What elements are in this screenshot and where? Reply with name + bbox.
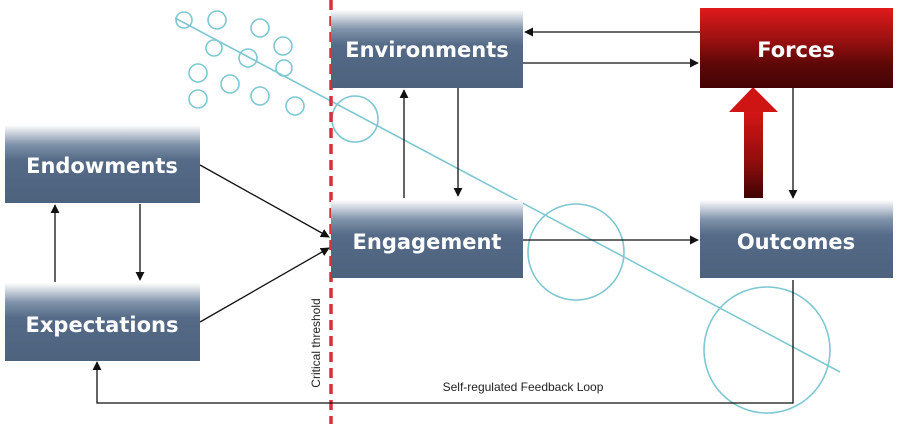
outcomes-to-forces-red-arrow — [729, 87, 778, 198]
small-circle — [205, 39, 223, 57]
feedback-loop-arrow — [92, 280, 794, 404]
large-circle — [527, 203, 625, 301]
critical-threshold-label: Critical threshold — [309, 298, 323, 387]
svg-text:Endowments: Endowments — [26, 154, 178, 178]
svg-text:Outcomes: Outcomes — [737, 230, 855, 254]
small-circle — [238, 48, 258, 68]
box-engagement: Engagement — [331, 200, 523, 278]
arrow-expectations-to-engagement — [199, 247, 330, 323]
box-expectations: Expectations — [5, 283, 200, 361]
box-endowments: Endowments — [5, 125, 200, 203]
particle-flow — [174, 10, 841, 414]
svg-text:Forces: Forces — [757, 38, 834, 62]
small-circle — [220, 74, 240, 94]
medium-circle — [331, 95, 379, 143]
small-circle — [275, 59, 293, 77]
connectors — [50, 27, 798, 404]
box-outcomes: Outcomes — [700, 200, 893, 278]
arrow-endowments-to-engagement — [199, 164, 330, 238]
small-circle — [250, 86, 270, 106]
small-circle — [188, 89, 208, 109]
small-circle — [273, 36, 293, 56]
box-forces: Forces — [700, 8, 893, 88]
small-circle — [188, 63, 208, 83]
feedback-loop-label: Self-regulated Feedback Loop — [443, 380, 604, 394]
svg-text:Engagement: Engagement — [353, 230, 502, 254]
flow-line — [174, 17, 841, 373]
small-circle — [285, 96, 305, 116]
svg-text:Environments: Environments — [345, 38, 509, 62]
small-circle — [175, 11, 193, 29]
xlarge-circle — [703, 286, 831, 414]
box-environments: Environments — [331, 10, 523, 88]
svg-text:Expectations: Expectations — [26, 313, 179, 337]
small-circle — [207, 10, 227, 30]
small-circle — [250, 18, 270, 38]
